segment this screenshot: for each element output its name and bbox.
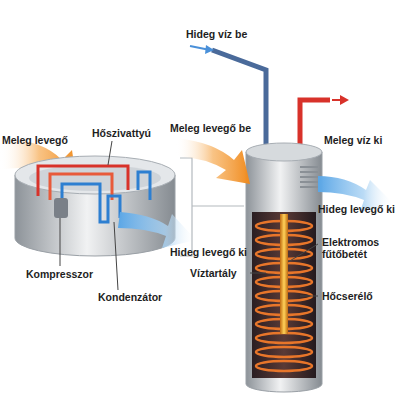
part-name: Elektromos fűtőbetét bbox=[322, 236, 394, 260]
cold-tube bbox=[138, 172, 150, 200]
cold-tube bbox=[62, 184, 120, 222]
leader-line bbox=[60, 141, 318, 296]
part-name: Kondenzátor bbox=[98, 291, 162, 303]
flow-label: Hideg levegő ki bbox=[170, 246, 247, 258]
part-name: Hőcserélő bbox=[322, 290, 373, 302]
inflow-arrow bbox=[205, 45, 214, 54]
flow-label: Meleg víz ki bbox=[324, 134, 382, 146]
outflow-arrow bbox=[340, 95, 349, 105]
flow-label: Hideg levegő ki bbox=[318, 203, 395, 215]
cold-water-pipe bbox=[212, 50, 266, 150]
part-name: Kompresszor bbox=[26, 268, 93, 280]
tank-body bbox=[246, 152, 322, 392]
hot-tube bbox=[50, 174, 112, 200]
tank-cutaway bbox=[252, 212, 316, 378]
warm-air-arrow bbox=[176, 138, 250, 184]
compressor-symbol bbox=[54, 198, 68, 218]
cold-air-arrow bbox=[118, 212, 196, 248]
flow-label: Meleg levegő bbox=[2, 134, 68, 146]
flow-label: Hideg víz be bbox=[186, 28, 247, 40]
heating-element bbox=[280, 214, 288, 334]
flow-label: Meleg levegő be bbox=[170, 122, 251, 134]
part-name: Víztartály bbox=[190, 267, 237, 279]
tank-top bbox=[246, 143, 322, 161]
part-name: Hőszivattyú bbox=[92, 127, 151, 139]
tank-grille bbox=[300, 166, 318, 188]
